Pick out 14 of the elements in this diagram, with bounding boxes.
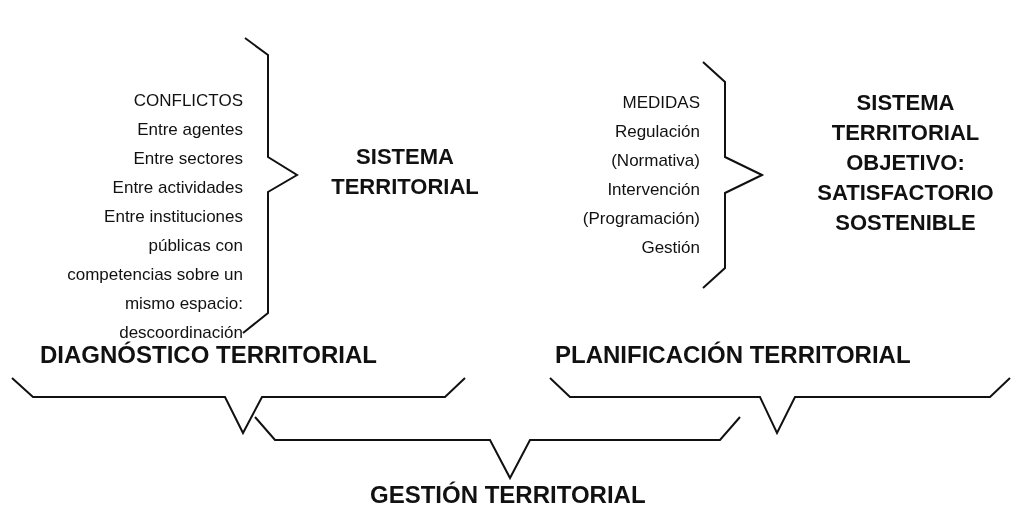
section-heading: DIAGNÓSTICO TERRITORIAL	[40, 340, 378, 370]
list-item: Entre actividades	[111, 177, 243, 199]
concept-label: SISTEMA TERRITORIAL OBJETIVO: SATISFACTORIO SOSTENIBLE	[816, 89, 995, 237]
list-item: Regulación (Normativa)	[610, 121, 700, 172]
section-heading: PLANIFICACIÓN TERRITORIAL	[555, 340, 912, 370]
list-item: Entre sectores	[132, 148, 243, 170]
list-item: Entre agentes	[136, 119, 243, 141]
list-item: Intervención (Programación)	[581, 179, 700, 230]
section-heading: GESTIÓN TERRITORIAL	[370, 480, 647, 510]
list-item: Entre instituciones públicas con competencias sobre un mismo espacio: descoordinación	[67, 206, 243, 342]
concept-label: SISTEMA TERRITORIAL	[330, 143, 480, 201]
list-heading: CONFLICTOS	[132, 90, 243, 112]
list-item: Gestión	[640, 237, 700, 259]
list-heading: MEDIDAS	[621, 92, 700, 114]
